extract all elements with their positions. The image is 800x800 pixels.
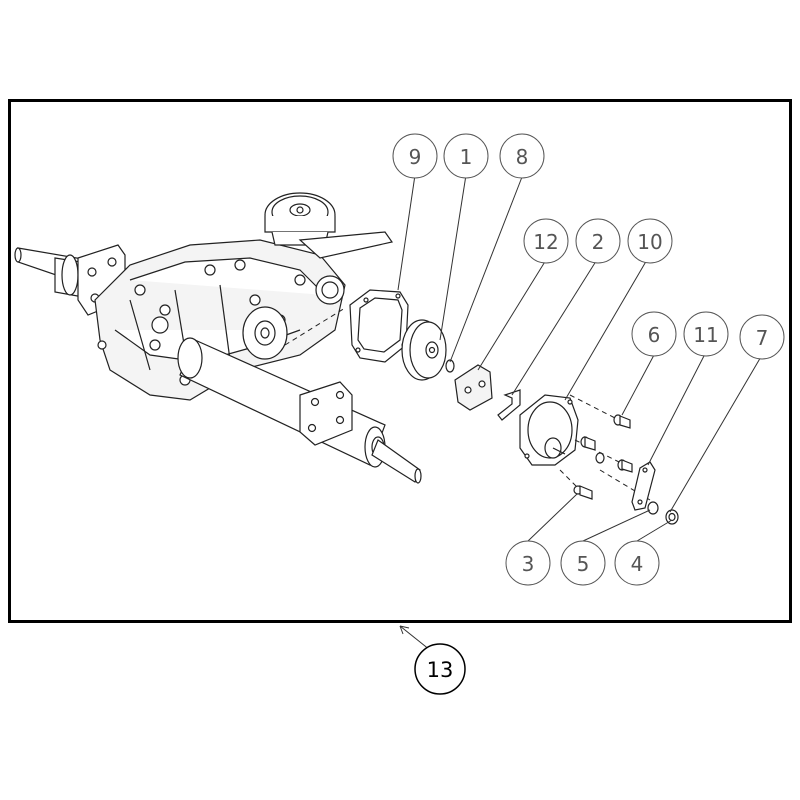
callout-2[interactable]: 2	[575, 218, 621, 264]
part-8-retaining-ring	[445, 359, 455, 373]
svg-text:3: 3	[522, 552, 535, 576]
part-2-spring-clip	[497, 389, 521, 421]
svg-text:1: 1	[460, 145, 473, 169]
diagram-frame	[8, 99, 792, 623]
part-12-brake-pad	[454, 364, 493, 411]
svg-text:2: 2	[592, 230, 605, 254]
callout-8[interactable]: 8	[499, 133, 545, 179]
callout-9[interactable]: 9	[392, 133, 438, 179]
svg-text:10: 10	[637, 230, 662, 254]
callout-3[interactable]: 3	[505, 540, 551, 586]
callout-13-assembly[interactable]: 13	[414, 643, 466, 695]
svg-text:6: 6	[648, 323, 661, 347]
hardware-bolts	[559, 394, 651, 501]
svg-text:8: 8	[516, 145, 529, 169]
part-1-brake-disc	[401, 319, 447, 381]
control-arm	[298, 231, 394, 259]
svg-text:13: 13	[427, 658, 454, 682]
transaxle-assembly	[14, 192, 422, 484]
callout-11[interactable]: 11	[683, 311, 729, 357]
svg-text:9: 9	[409, 145, 422, 169]
callout-7[interactable]: 7	[739, 314, 785, 360]
callout-4[interactable]: 4	[614, 540, 660, 586]
part-9-gasket	[349, 289, 409, 363]
svg-text:12: 12	[533, 230, 558, 254]
callout-1[interactable]: 1	[443, 133, 489, 179]
callout-6[interactable]: 6	[631, 311, 677, 357]
callout-10[interactable]: 10	[627, 218, 673, 264]
callout-leaders	[397, 174, 763, 651]
svg-text:7: 7	[756, 326, 769, 350]
callout-5[interactable]: 5	[560, 540, 606, 586]
input-pulley	[264, 192, 336, 246]
part-5-washer	[647, 501, 659, 515]
callout-12[interactable]: 12	[523, 218, 569, 264]
part-10-caliper-cover	[519, 394, 579, 466]
svg-text:11: 11	[693, 323, 718, 347]
svg-text:4: 4	[631, 552, 644, 576]
svg-text:5: 5	[577, 552, 590, 576]
